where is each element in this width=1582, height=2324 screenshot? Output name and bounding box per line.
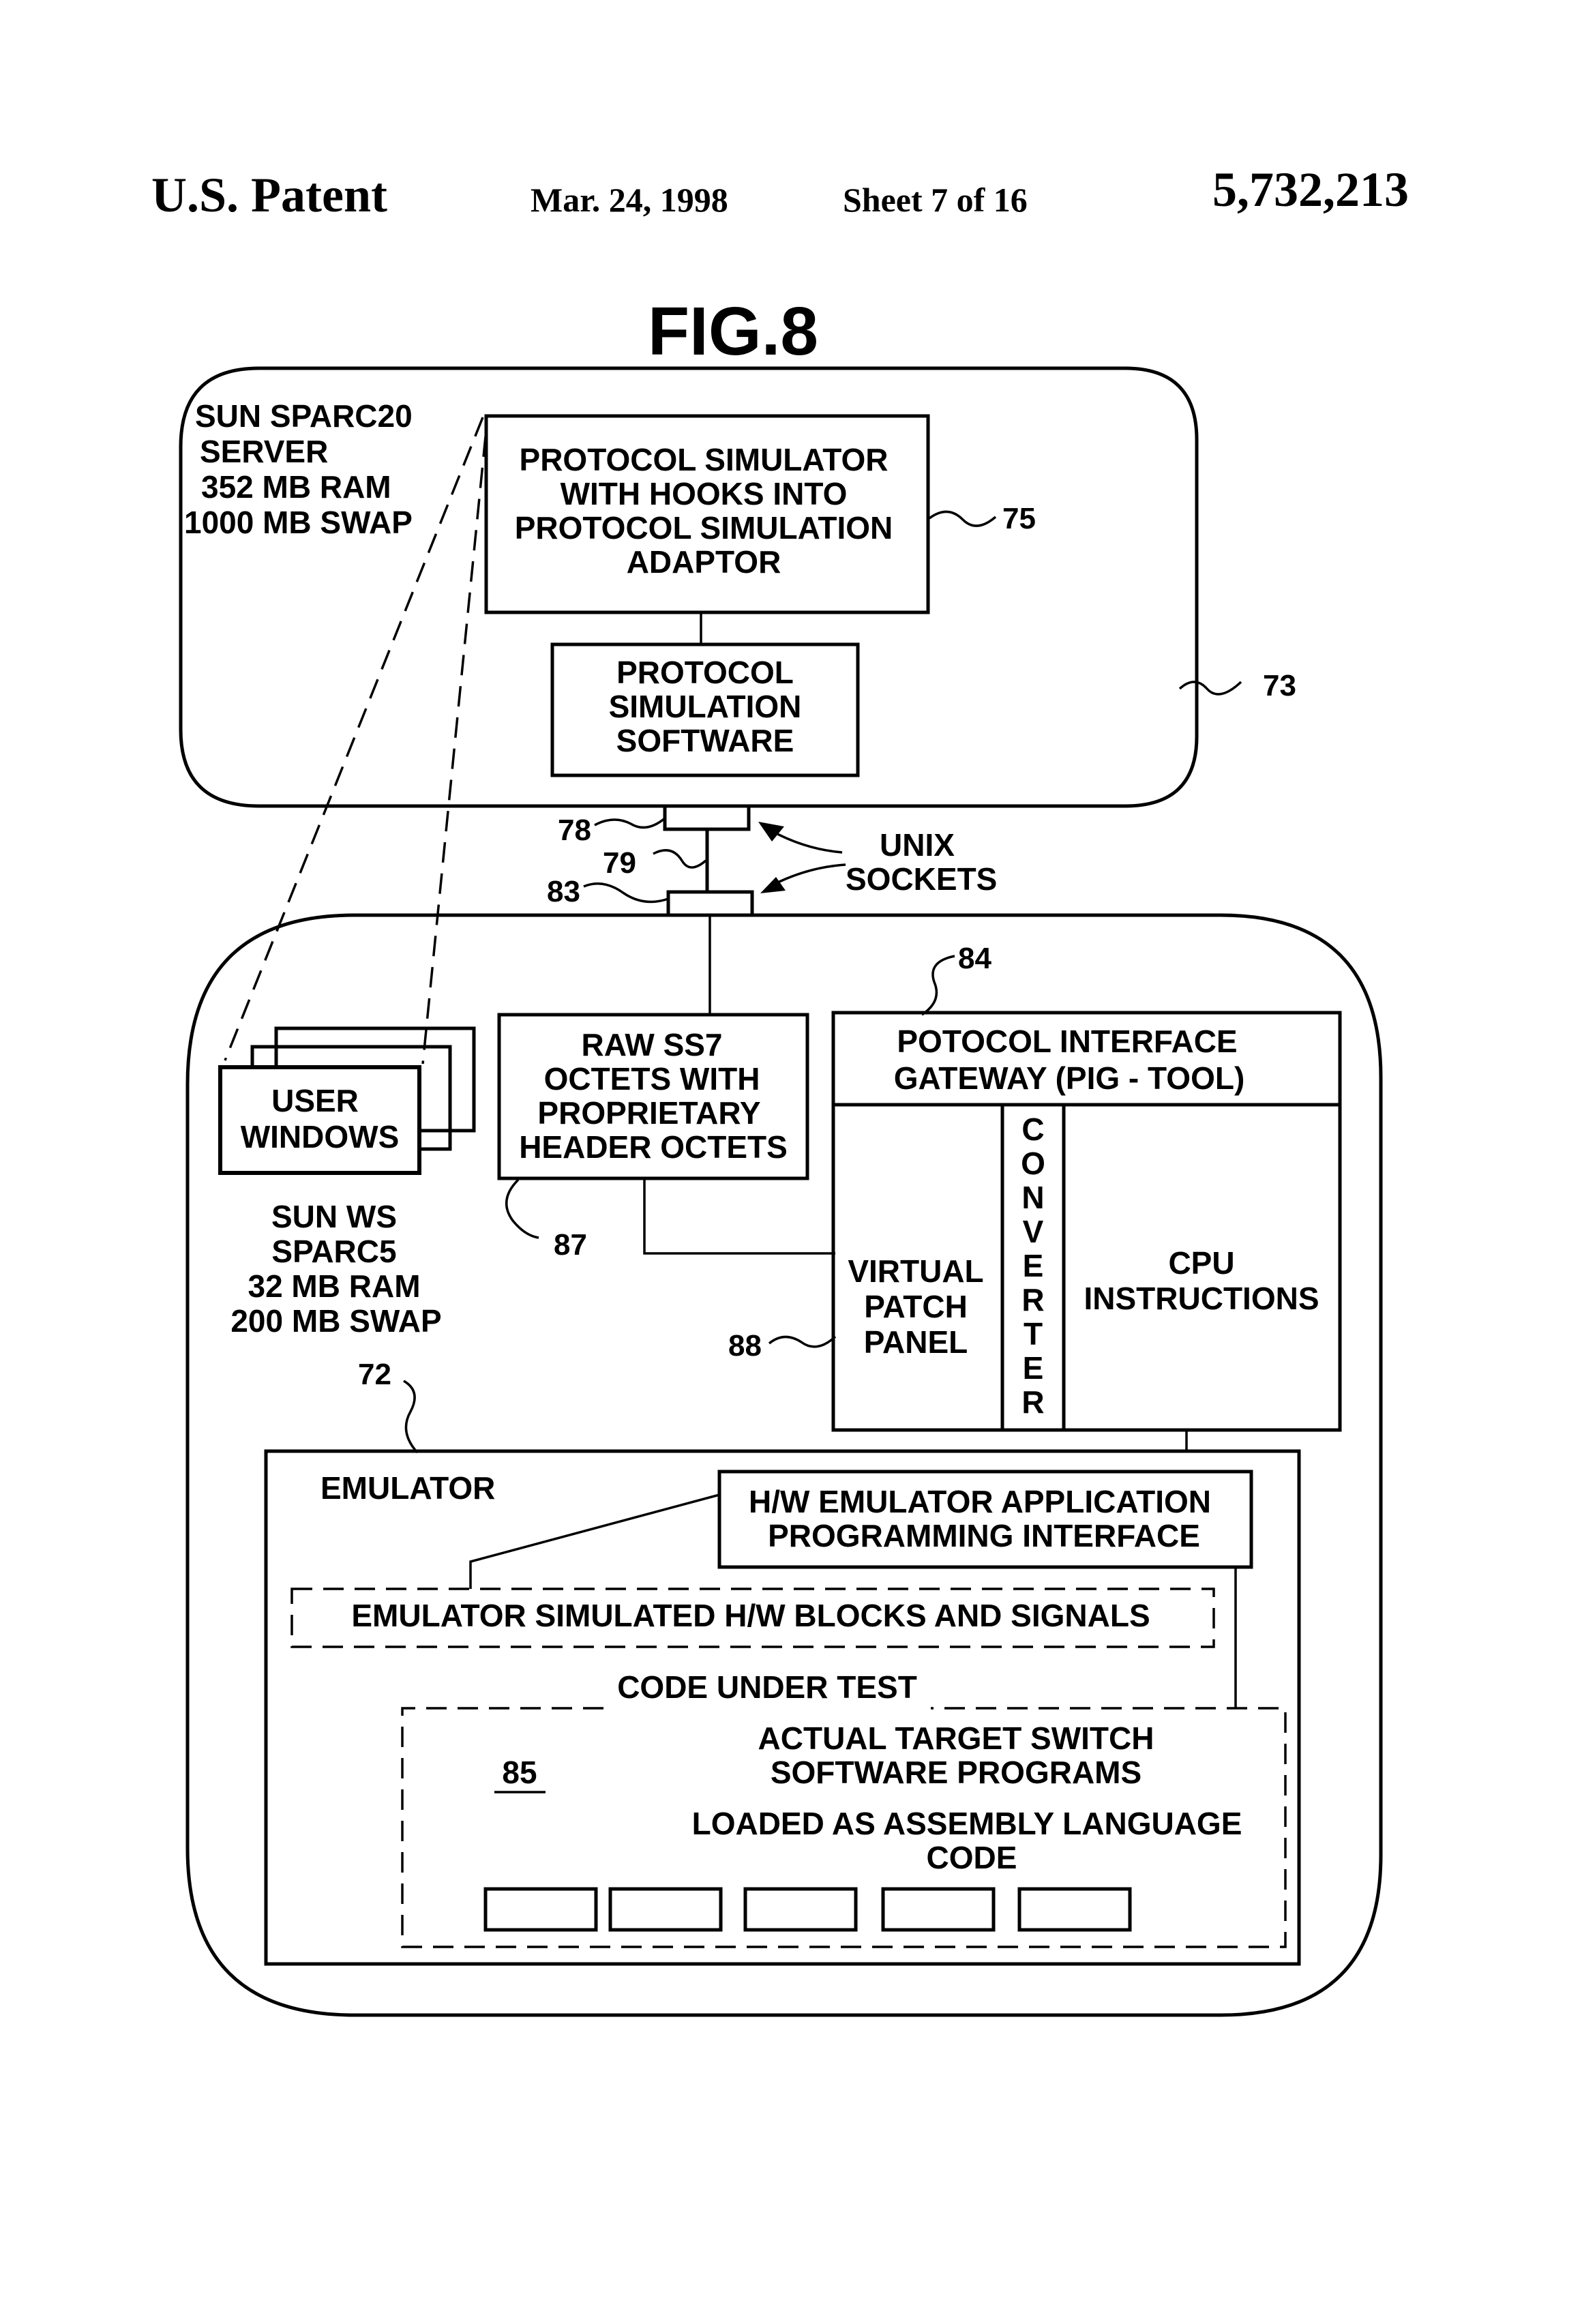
header-patent-number: 5,732,213 bbox=[1212, 162, 1409, 217]
emulator-title: EMULATOR bbox=[320, 1470, 495, 1506]
sockets-line-2: SOCKETS bbox=[846, 861, 997, 897]
raw-ss7-to-patch-link bbox=[644, 1178, 835, 1253]
protocol-simulator-label: PROTOCOL SIMULATOR WITH HOOKS INTO PROTO… bbox=[515, 442, 893, 580]
user-windows-line-1: USER bbox=[271, 1083, 359, 1118]
code-block-3 bbox=[745, 1889, 856, 1930]
arrow-upper-head bbox=[758, 822, 784, 841]
projection-line-right bbox=[423, 436, 486, 1064]
emulator-api-line-2: PROGRAMMING INTERFACE bbox=[768, 1518, 1200, 1553]
header-date: Mar. 24, 1998 bbox=[531, 181, 728, 219]
socket-top bbox=[665, 806, 749, 829]
converter-label: C O N V E R T E R bbox=[1021, 1112, 1045, 1420]
ref-88-leader bbox=[769, 1337, 835, 1347]
converter-letter-5: E bbox=[1023, 1248, 1044, 1283]
workstation-line-4: 200 MB SWAP bbox=[230, 1303, 441, 1339]
assembly-line-2: CODE bbox=[927, 1840, 1017, 1875]
protocol-software-line-1: PROTOCOL bbox=[616, 655, 794, 690]
raw-ss7-line-3: PROPRIETARY bbox=[537, 1095, 760, 1131]
header-left: U.S. Patent bbox=[151, 168, 387, 222]
ref-78: 78 bbox=[558, 814, 591, 847]
sockets-arrows bbox=[758, 822, 846, 893]
ref-78-leader bbox=[595, 818, 665, 827]
ref-84-leader bbox=[922, 956, 955, 1015]
api-to-blocks-link bbox=[471, 1495, 719, 1589]
ref-72-leader bbox=[404, 1381, 417, 1452]
user-windows-line-2: WINDOWS bbox=[241, 1119, 400, 1154]
raw-ss7-line-1: RAW SS7 bbox=[581, 1027, 722, 1062]
pig-title-line-1: POTOCOL INTERFACE bbox=[897, 1024, 1237, 1059]
protocol-simulator-line-4: ADAPTOR bbox=[627, 544, 781, 580]
raw-ss7-label: RAW SS7 OCTETS WITH PROPRIETARY HEADER O… bbox=[519, 1027, 788, 1165]
assembly-label: LOADED AS ASSEMBLY LANGUAGE CODE bbox=[692, 1806, 1242, 1875]
converter-letter-9: R bbox=[1021, 1384, 1044, 1420]
pig-title-line-2: GATEWAY (PIG - TOOL) bbox=[894, 1060, 1245, 1096]
server-spec-label: SUN SPARC20 SERVER 352 MB RAM 1000 MB SW… bbox=[184, 398, 413, 540]
converter-letter-7: T bbox=[1024, 1316, 1043, 1352]
cpu-instructions-label: CPU INSTRUCTIONS bbox=[1084, 1245, 1319, 1316]
workstation-spec-label: SUN WS SPARC5 32 MB RAM 200 MB SWAP bbox=[230, 1199, 441, 1339]
ref-75-leader bbox=[929, 511, 996, 526]
code-block-1 bbox=[486, 1889, 596, 1930]
code-ref-85: 85 bbox=[502, 1755, 537, 1790]
ref-87: 87 bbox=[554, 1228, 587, 1262]
raw-ss7-line-4: HEADER OCTETS bbox=[519, 1129, 788, 1165]
emulator-api-label: H/W EMULATOR APPLICATION PROGRAMMING INT… bbox=[749, 1484, 1211, 1553]
protocol-simulator-line-3: PROTOCOL SIMULATION bbox=[515, 510, 893, 546]
user-windows-stack: USER WINDOWS bbox=[220, 1028, 474, 1173]
protocol-simulator-line-1: PROTOCOL SIMULATOR bbox=[520, 442, 889, 477]
figure-title: FIG.8 bbox=[648, 293, 818, 370]
raw-ss7-line-2: OCTETS WITH bbox=[544, 1061, 760, 1097]
protocol-software-line-3: SOFTWARE bbox=[616, 723, 794, 758]
server-line-1: SUN SPARC20 bbox=[195, 398, 413, 434]
protocol-software-label: PROTOCOL SIMULATION SOFTWARE bbox=[609, 655, 802, 758]
emulator-api-line-1: H/W EMULATOR APPLICATION bbox=[749, 1484, 1211, 1519]
target-switch-label: ACTUAL TARGET SWITCH SOFTWARE PROGRAMS bbox=[758, 1720, 1154, 1790]
virtual-patch-line-1: VIRTUAL bbox=[848, 1253, 983, 1289]
workstation-line-2: SPARC5 bbox=[271, 1234, 396, 1269]
ref-87-leader bbox=[507, 1180, 539, 1238]
sockets-line-1: UNIX bbox=[880, 827, 955, 863]
server-line-3: 352 MB RAM bbox=[201, 469, 391, 505]
workstation-line-3: 32 MB RAM bbox=[248, 1268, 420, 1304]
virtual-patch-line-2: PATCH bbox=[864, 1289, 968, 1324]
cpu-line-1: CPU bbox=[1168, 1245, 1234, 1281]
virtual-patch-panel-label: VIRTUAL PATCH PANEL bbox=[848, 1253, 983, 1360]
ref-88: 88 bbox=[728, 1329, 762, 1362]
ref-83: 83 bbox=[547, 875, 580, 908]
converter-letter-1: C bbox=[1021, 1112, 1044, 1147]
protocol-simulator-line-2: WITH HOOKS INTO bbox=[561, 476, 848, 511]
assembly-line-1: LOADED AS ASSEMBLY LANGUAGE bbox=[692, 1806, 1242, 1841]
virtual-patch-line-3: PANEL bbox=[864, 1324, 968, 1360]
ref-75: 75 bbox=[1002, 502, 1036, 535]
workstation-line-1: SUN WS bbox=[271, 1199, 397, 1234]
code-block-4 bbox=[883, 1889, 994, 1930]
code-blocks-row bbox=[486, 1889, 1130, 1930]
converter-letter-6: R bbox=[1021, 1282, 1044, 1317]
code-block-5 bbox=[1019, 1889, 1130, 1930]
ref-84: 84 bbox=[958, 942, 991, 975]
target-line-1: ACTUAL TARGET SWITCH bbox=[758, 1720, 1154, 1756]
protocol-software-line-2: SIMULATION bbox=[609, 689, 802, 724]
code-block-2 bbox=[610, 1889, 721, 1930]
converter-letter-3: N bbox=[1021, 1180, 1044, 1215]
converter-letter-8: E bbox=[1023, 1350, 1044, 1386]
converter-letter-2: O bbox=[1021, 1146, 1045, 1181]
server-line-4: 1000 MB SWAP bbox=[184, 505, 413, 540]
pig-title-label: POTOCOL INTERFACE GATEWAY (PIG - TOOL) bbox=[894, 1024, 1245, 1096]
ref-72: 72 bbox=[358, 1358, 391, 1391]
code-under-test-label: CODE UNDER TEST bbox=[617, 1669, 917, 1705]
header-sheet: Sheet 7 of 16 bbox=[843, 181, 1028, 219]
cpu-line-2: INSTRUCTIONS bbox=[1084, 1281, 1319, 1316]
ref-83-leader bbox=[584, 884, 668, 902]
converter-letter-4: V bbox=[1023, 1214, 1044, 1249]
simulated-blocks-label: EMULATOR SIMULATED H/W BLOCKS AND SIGNAL… bbox=[351, 1598, 1150, 1633]
ref-79-leader bbox=[653, 850, 706, 867]
server-line-2: SERVER bbox=[200, 434, 328, 469]
target-line-2: SOFTWARE PROGRAMS bbox=[771, 1755, 1141, 1790]
ref-73: 73 bbox=[1263, 669, 1296, 702]
ref-79: 79 bbox=[603, 846, 636, 880]
ref-73-leader bbox=[1180, 682, 1241, 694]
socket-bottom bbox=[668, 892, 752, 915]
